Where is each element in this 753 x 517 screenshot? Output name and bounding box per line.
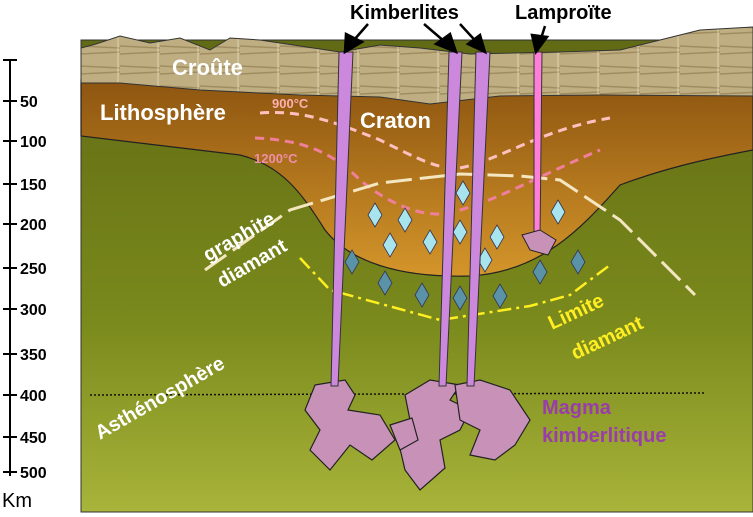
isotherm-900-label: 900°C bbox=[272, 96, 309, 111]
diamond-crystal bbox=[377, 270, 393, 296]
crust-label: Croûte bbox=[172, 55, 243, 80]
diamond-crystal bbox=[550, 199, 566, 225]
diamond-crystal bbox=[382, 232, 398, 258]
isotherm-1200-line bbox=[254, 136, 601, 216]
diamond-crystal bbox=[367, 202, 383, 228]
lamproite-label: Lamproïte bbox=[515, 2, 612, 24]
isotherm-1200-label: 1200°C bbox=[254, 151, 298, 166]
depth-tick-label: 100 bbox=[20, 134, 47, 151]
diamond-limit-line bbox=[299, 257, 611, 322]
diamond-crystal bbox=[397, 207, 413, 233]
depth-unit-label: Km bbox=[2, 490, 32, 512]
kimberlites-label: Kimberlites bbox=[350, 2, 459, 24]
lithosphere-label: Lithosphère bbox=[100, 100, 226, 125]
kimberlite-pipe-1 bbox=[330, 51, 354, 387]
depth-400-line bbox=[89, 392, 706, 396]
depth-scale: 50 100 150 200 250 300 350 400 450 500 Km bbox=[2, 59, 47, 512]
depth-tick-label: 50 bbox=[20, 94, 38, 111]
magma-chamber bbox=[304, 379, 531, 491]
depth-tick-label: 250 bbox=[20, 261, 47, 278]
depth-tick-label: 400 bbox=[20, 388, 47, 405]
diamond-crystal bbox=[422, 229, 438, 255]
diamond-crystal bbox=[414, 282, 430, 308]
lamproite-pipe bbox=[521, 51, 557, 256]
depth-tick-label: 200 bbox=[20, 217, 47, 234]
diamond-crystal bbox=[455, 180, 471, 206]
depth-tick-label: 500 bbox=[20, 465, 47, 482]
depth-tick-label: 350 bbox=[20, 347, 47, 364]
diamond-crystal bbox=[492, 283, 508, 309]
isotherm-900-line bbox=[259, 111, 611, 170]
magma-label-line1: Magma bbox=[542, 397, 612, 419]
diamonds bbox=[344, 180, 586, 311]
depth-tick-label: 150 bbox=[20, 177, 47, 194]
pipe-arrows bbox=[343, 23, 550, 55]
graphite-diamond-boundary bbox=[204, 172, 697, 297]
magma-label-line2: kimberlitique bbox=[542, 425, 666, 447]
diamond-crystal bbox=[452, 219, 468, 245]
diamond-crystal bbox=[570, 249, 586, 275]
diamond-crystal bbox=[532, 259, 548, 285]
diamond-crystal bbox=[344, 249, 360, 275]
diamond-crystal bbox=[452, 285, 468, 311]
depth-tick-label: 450 bbox=[20, 430, 47, 447]
depth-tick-label: 300 bbox=[20, 302, 47, 319]
diamond-crystal bbox=[489, 224, 505, 250]
craton-label: Craton bbox=[360, 108, 431, 133]
kimberlite-pipe-2 bbox=[438, 51, 463, 387]
